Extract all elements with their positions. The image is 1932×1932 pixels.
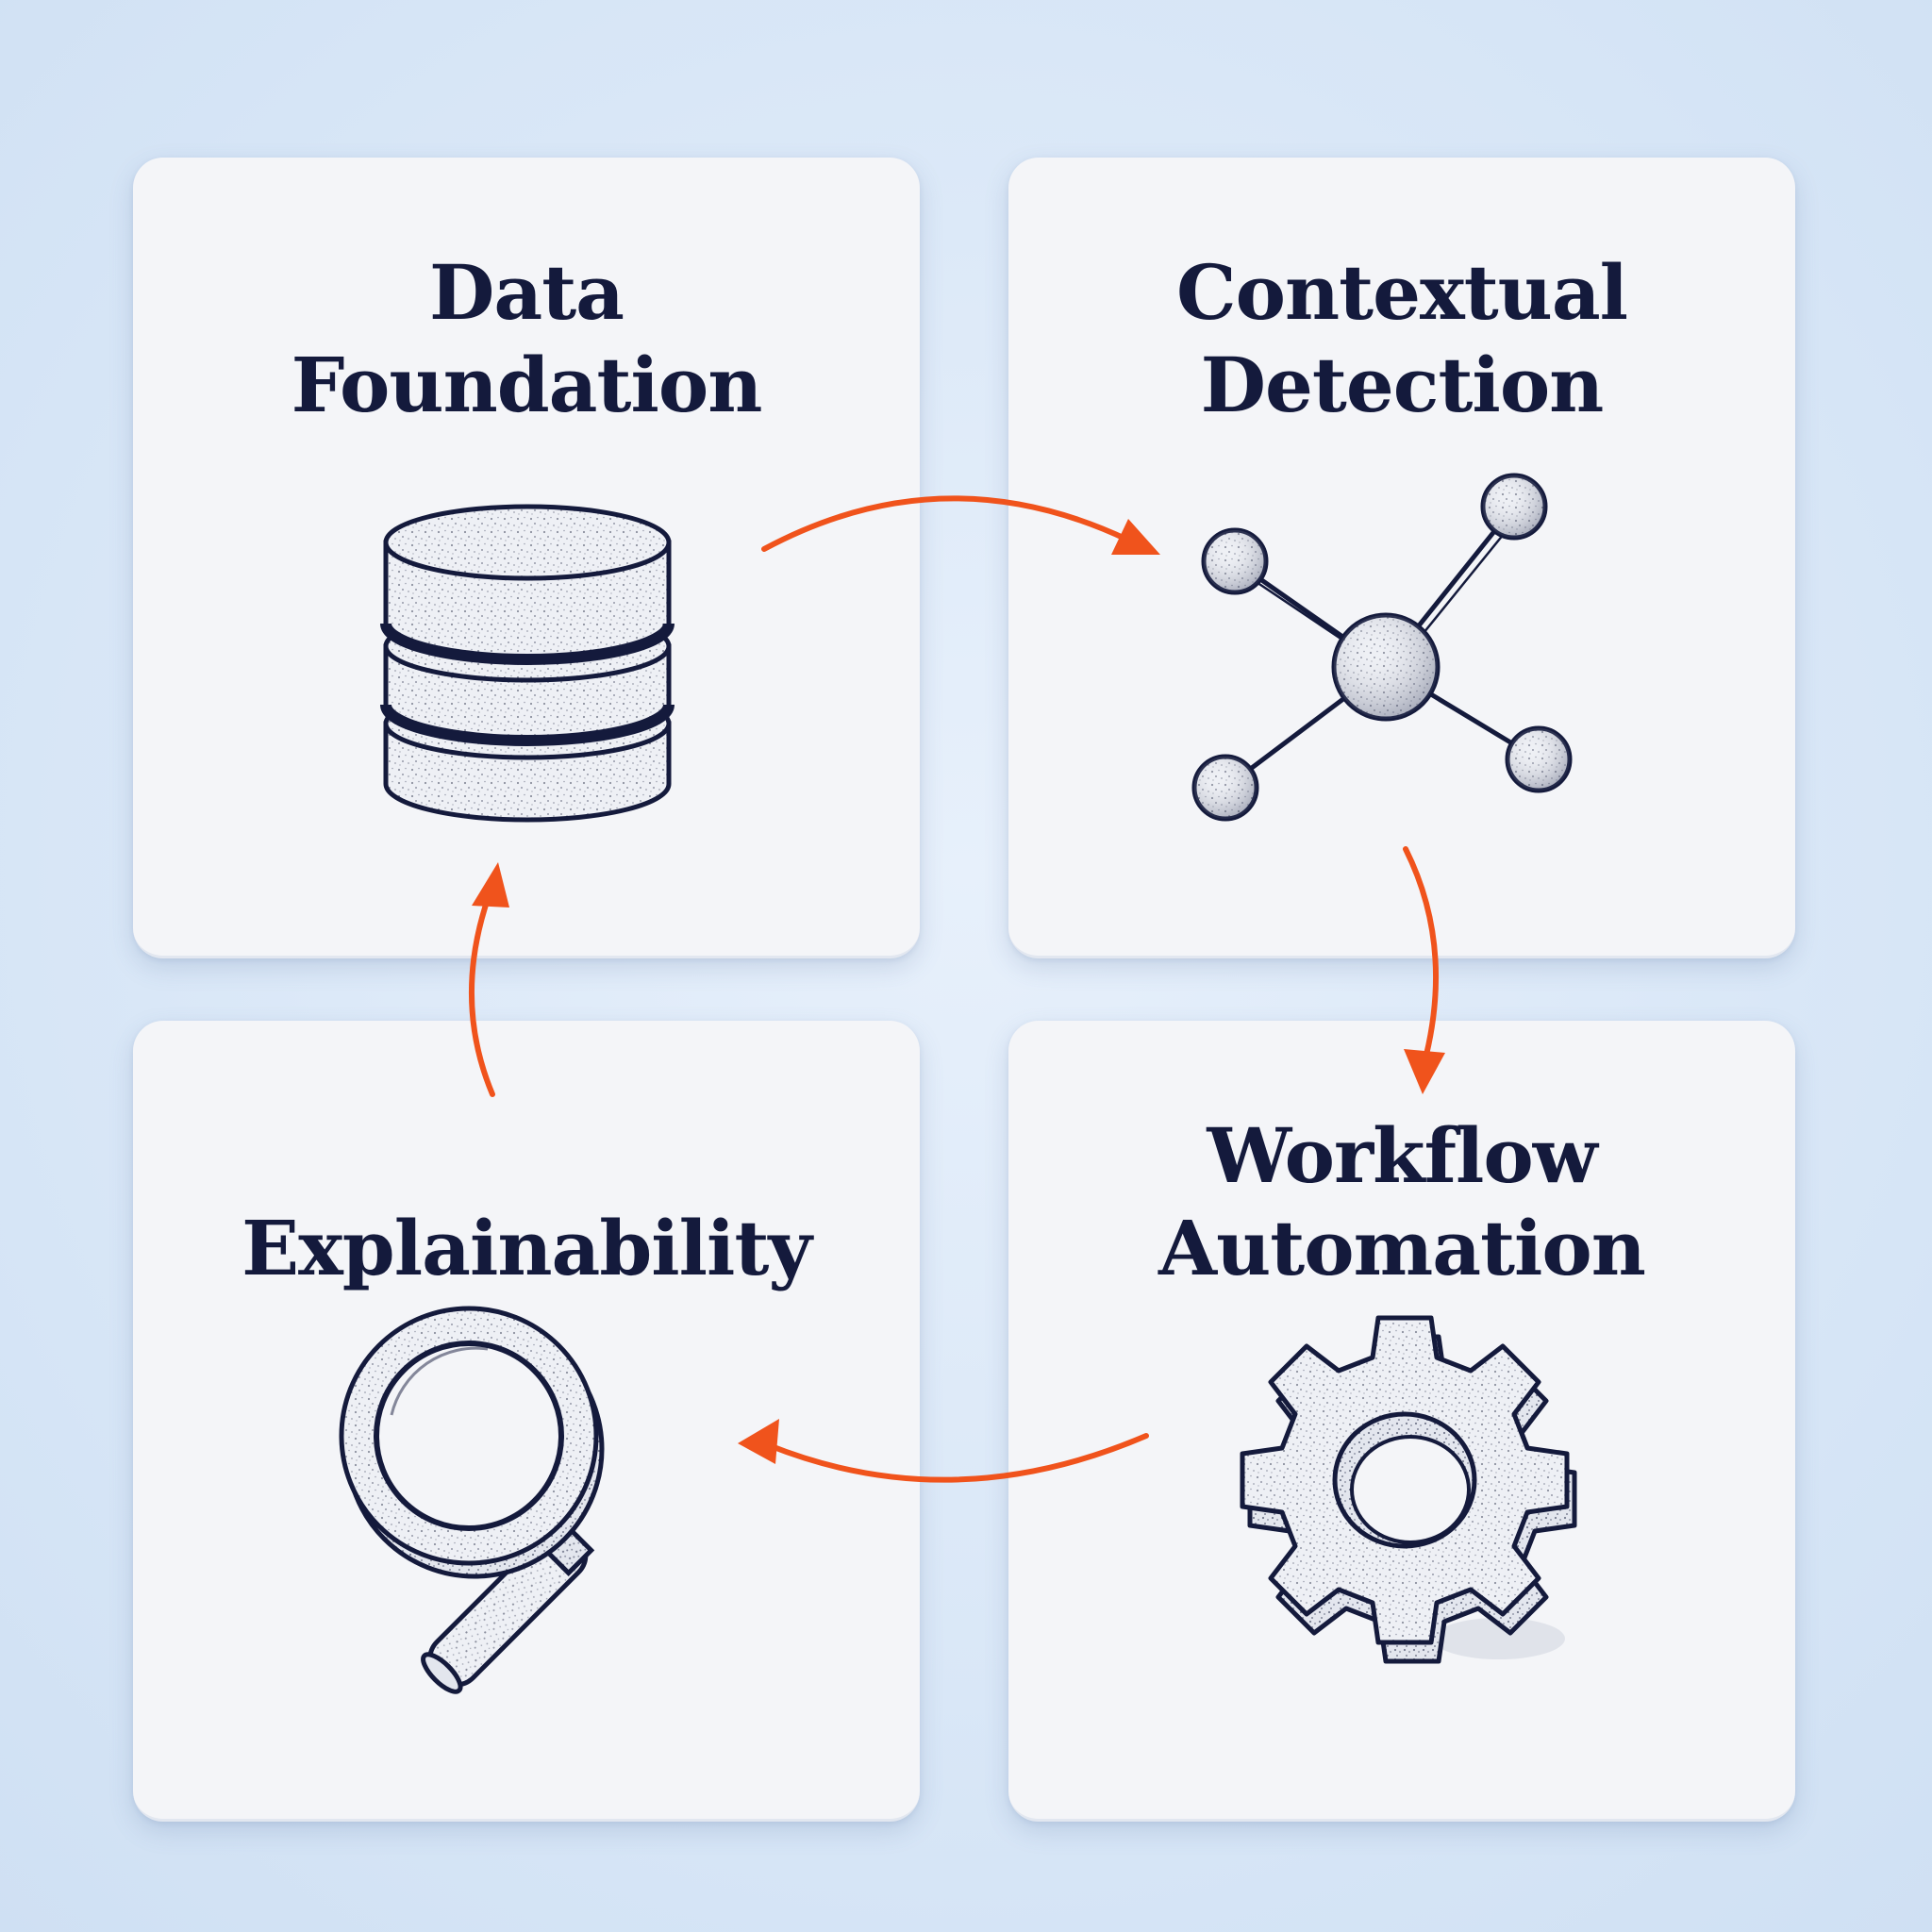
database-icon — [380, 504, 675, 823]
gear-icon — [1240, 1315, 1577, 1664]
card-title-line: Workflow — [1207, 1111, 1597, 1200]
card-data-foundation: Data Foundation — [133, 158, 920, 958]
card-title-line: Data — [429, 248, 625, 337]
card-title: Data Foundation — [133, 246, 920, 431]
network-icon — [1191, 473, 1573, 822]
card-title-line: Detection — [1200, 341, 1605, 429]
card-title-line: Explainability — [242, 1204, 812, 1292]
card-title-line: Automation — [1158, 1204, 1646, 1292]
card-contextual-detection: Contextual Detection — [1008, 158, 1795, 958]
card-title: Contextual Detection — [1008, 246, 1795, 431]
magnifying-glass-icon — [339, 1306, 605, 1694]
card-title: Workflow Automation — [1008, 1109, 1795, 1294]
card-title-line: Foundation — [291, 341, 763, 429]
card-workflow-automation: Workflow Automation — [1008, 1021, 1795, 1822]
card-title: Explainability — [133, 1202, 920, 1294]
card-explainability: Explainability — [133, 1021, 920, 1822]
card-title-line: Contextual — [1175, 248, 1628, 337]
